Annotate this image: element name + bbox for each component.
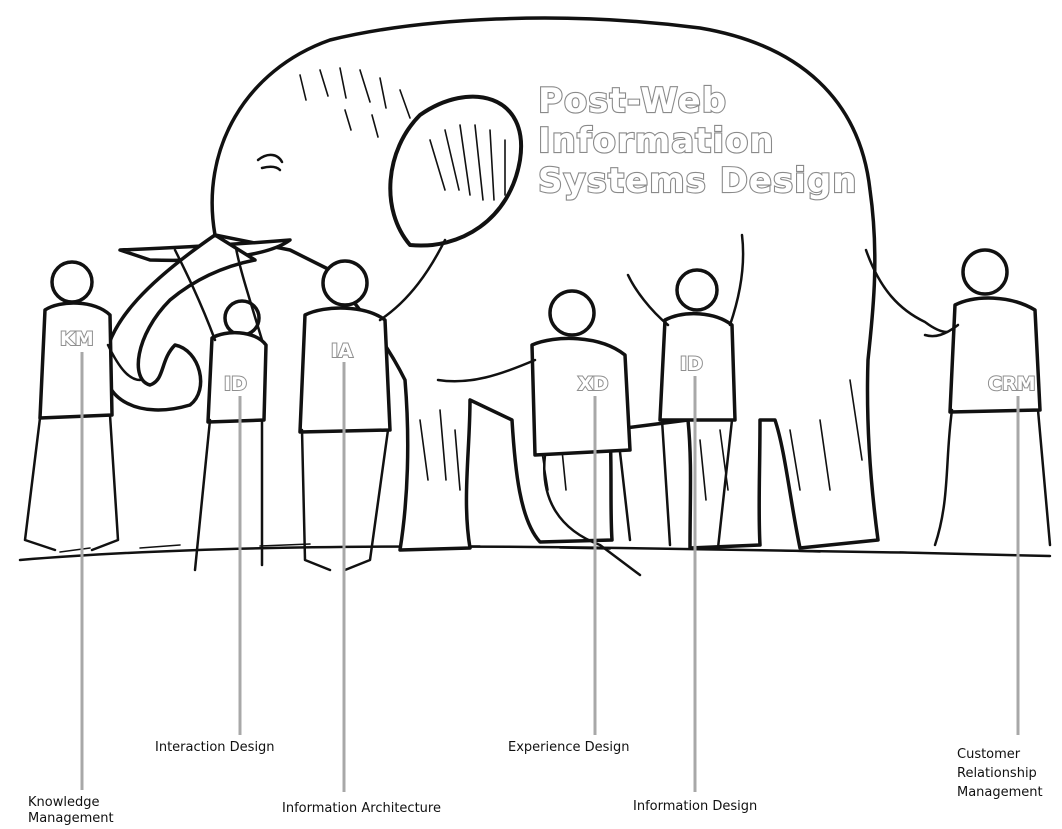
badge-id-1: ID: [224, 373, 247, 395]
figure-km: [23, 260, 142, 552]
caption-km-line-1: Knowledge: [28, 795, 99, 810]
head-hatch: [299, 67, 411, 138]
caption-crm-line-3: Management: [957, 785, 1043, 800]
badge-xd: XD: [578, 373, 608, 395]
elephant-ear: [388, 94, 524, 248]
figure-ia: [298, 238, 447, 572]
badge-ia: IA: [331, 340, 353, 362]
caption-crm-line-2: Relationship: [957, 766, 1037, 781]
title-line-3: Systems Design: [538, 161, 857, 201]
badge-id-2: ID: [680, 353, 703, 375]
caption-ia: Information Architecture: [282, 801, 441, 816]
caption-id-2: Information Design: [633, 799, 757, 814]
figure-id-2: [626, 233, 745, 550]
title-line-1: Post-Web: [538, 81, 727, 121]
caption-xd: Experience Design: [508, 740, 630, 755]
title-line-2: Information: [538, 121, 775, 161]
ear-hatch: [429, 124, 506, 201]
badge-crm: CRM: [988, 373, 1035, 395]
badge-km: KM: [60, 328, 94, 350]
figure-crm: [923, 248, 1052, 547]
caption-id-1: Interaction Design: [155, 740, 275, 755]
caption-km-line-2: Management: [28, 811, 114, 826]
elephant-tail: [864, 248, 949, 334]
figure-id-1: [173, 246, 268, 572]
caption-crm-line-1: Customer: [957, 747, 1021, 762]
ground-line: [18, 545, 1052, 562]
elephant-eye: [256, 153, 284, 172]
